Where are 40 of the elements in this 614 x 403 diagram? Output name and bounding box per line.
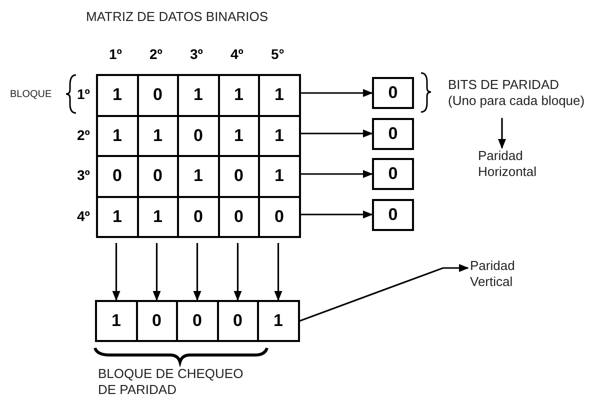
check-cell: 0 — [136, 300, 178, 342]
parity-bit-box: 0 — [372, 77, 414, 109]
column-header: 5° — [271, 46, 284, 62]
arrow — [274, 243, 282, 301]
check-cell: 0 — [216, 300, 259, 342]
parity-bit-box: 0 — [372, 198, 414, 230]
arrow — [299, 264, 469, 322]
row-header: 1º — [77, 86, 90, 102]
note-text: BITS DE PARIDAD — [448, 77, 560, 93]
note-text: (Uno para cada bloque) — [448, 93, 585, 109]
matrix-cell: 0 — [258, 196, 300, 238]
arrow — [152, 243, 161, 301]
arrow — [112, 243, 120, 301]
arrow — [300, 130, 373, 138]
row-header: 2º — [77, 126, 90, 142]
column-header: 4º — [230, 46, 244, 62]
check-cell: 0 — [176, 300, 218, 342]
parity-bit-box: 0 — [372, 118, 414, 150]
row-header: 4º — [77, 208, 90, 224]
arrow — [498, 118, 506, 149]
parity-bit-box: 0 — [372, 158, 414, 190]
arrow — [193, 243, 202, 301]
arrow — [300, 210, 373, 218]
row-group-label: BLOQUE — [10, 88, 52, 102]
caption-text: BLOQUE DE CHEQUEO DE PARIDAD — [98, 366, 244, 398]
note-text: Paridad Horizontal — [478, 148, 538, 180]
arrow — [234, 243, 242, 301]
matrix-cell: 1 — [258, 74, 300, 116]
matrix-cell: 1 — [96, 196, 138, 238]
column-header: 3º — [190, 46, 203, 62]
column-header: 1º — [109, 46, 122, 62]
column-header: 2º — [150, 46, 162, 62]
row-header: 3º — [77, 167, 90, 183]
check-cell: 1 — [95, 300, 138, 342]
arrow — [300, 170, 373, 178]
check-cell: 1 — [257, 300, 300, 342]
arrow — [300, 89, 373, 97]
matrix-cell: 1 — [96, 74, 138, 116]
title: MATRIZ DE DATOS BINARIOS — [86, 9, 268, 25]
note-text: Paridad Vertical — [470, 258, 516, 290]
